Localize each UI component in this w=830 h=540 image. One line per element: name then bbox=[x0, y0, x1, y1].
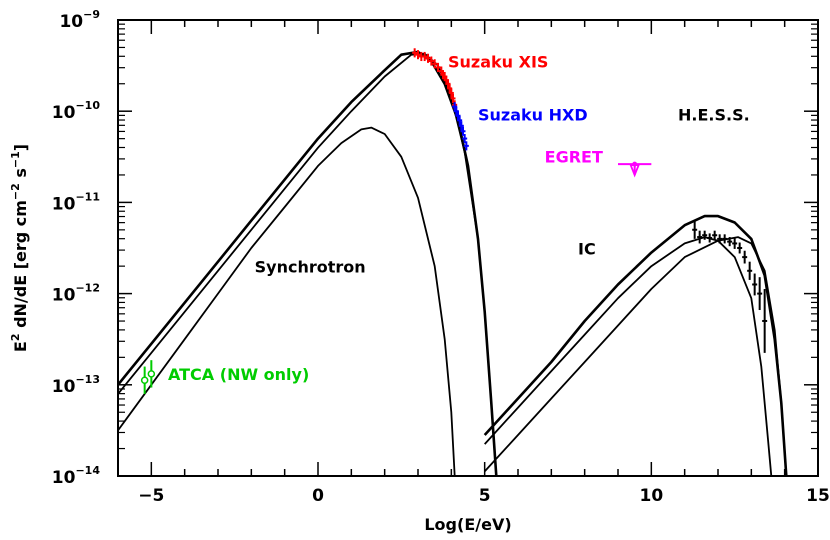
x-axis-title: Log(E/eV) bbox=[424, 515, 511, 534]
model-curve bbox=[484, 236, 788, 477]
data-points bbox=[140, 48, 768, 394]
x-tick-label: 15 bbox=[806, 486, 830, 506]
model-curve bbox=[117, 52, 498, 477]
annotations: Suzaku XIS Suzaku HXD H.E.S.S. EGRET Synchro… bbox=[168, 52, 750, 384]
y-tick-label: 10−12 bbox=[52, 282, 100, 306]
y-tick-label: 10−11 bbox=[52, 190, 100, 214]
x-tick-label: 0 bbox=[312, 486, 324, 506]
x-tick-label: −5 bbox=[138, 486, 164, 506]
plot-frame bbox=[117, 19, 819, 477]
x-tick-label: 10 bbox=[639, 486, 663, 506]
data-point bbox=[140, 376, 149, 384]
annotation-label: IC bbox=[578, 239, 596, 258]
model-curve bbox=[484, 236, 773, 477]
model-curves bbox=[116, 50, 788, 477]
y-tick-label: 10−9 bbox=[59, 8, 100, 32]
axis-ticks bbox=[117, 19, 819, 477]
annotation-label: ATCA (NW only) bbox=[168, 365, 309, 384]
annotation-label: Suzaku HXD bbox=[478, 105, 588, 124]
annotation-label: Suzaku XIS bbox=[448, 52, 548, 71]
axis-tick-labels: −5 0 5 10 15 10−9 10−10 10−11 10−12 10−13 10−14 bbox=[52, 8, 830, 506]
y-tick-label: 10−10 bbox=[52, 99, 101, 123]
annotation-label: H.E.S.S. bbox=[678, 105, 750, 124]
model-curve bbox=[483, 214, 788, 477]
y-axis-title: E2 dN/dE [erg cm−2 s−1] bbox=[9, 144, 30, 352]
y-tick-label: 10−14 bbox=[52, 464, 101, 488]
annotation-label: EGRET bbox=[545, 147, 603, 166]
model-curve bbox=[117, 126, 456, 477]
x-tick-label: 5 bbox=[479, 486, 491, 506]
annotation-label: Synchrotron bbox=[255, 258, 366, 277]
data-point bbox=[147, 370, 156, 378]
y-tick-label: 10−13 bbox=[52, 373, 100, 397]
egret-upper-limit-arrow bbox=[629, 164, 640, 178]
